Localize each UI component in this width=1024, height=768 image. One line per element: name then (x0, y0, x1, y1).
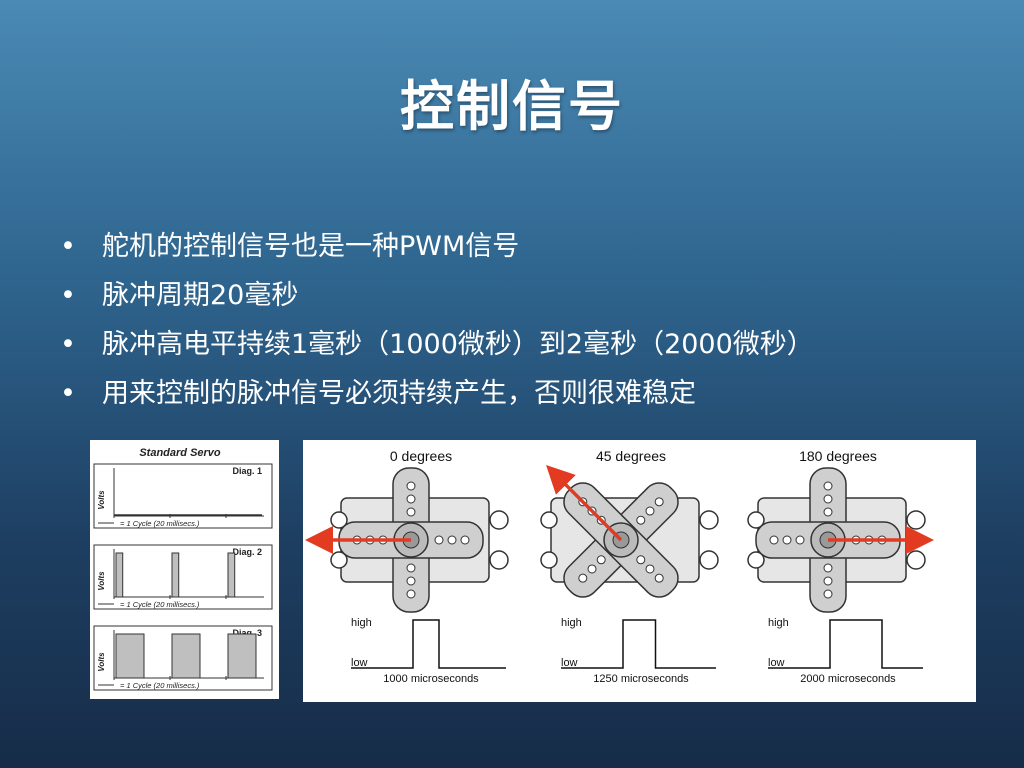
bullet-text: 舵机的控制信号也是一种PWM信号 (102, 231, 520, 262)
horn-hole (587, 564, 597, 574)
bullet-dot: • (60, 231, 76, 262)
horn-hole (406, 494, 416, 504)
horn-hole (406, 507, 416, 517)
horn-hole (823, 589, 833, 599)
pulse-bar (171, 552, 180, 598)
horn-hole (654, 573, 664, 583)
horn-hole (654, 497, 664, 507)
pulse-bar (171, 633, 201, 679)
horn-hole (406, 589, 416, 599)
servo-angle-label: 45 degrees (596, 448, 666, 464)
bullet-list: • 舵机的控制信号也是一种PWM信号 • 脉冲周期20毫秒 • 脉冲高电平持续1毫秒（… (60, 222, 1000, 418)
horn-hole (406, 563, 416, 573)
pulse-waveform (768, 619, 923, 669)
high-label: high (351, 617, 372, 629)
servo-unit: 45 degrees high low 1250 microseconds (540, 448, 719, 685)
cycle-caption: = 1 Cycle (20 millisecs.) (120, 681, 200, 690)
horn-hole (823, 563, 833, 573)
mount-hole (489, 550, 509, 570)
standard-servo-svg: Standard Servo Diag. 1 Volts = 1 Cycle (20… (93, 447, 273, 691)
bullet-text: 脉冲周期20毫秒 (102, 280, 299, 311)
standard-servo-figure: Standard Servo Diag. 1 Volts = 1 Cycle (20… (90, 440, 279, 699)
cycle-caption: = 1 Cycle (20 millisecs.) (120, 600, 200, 609)
pulse-bar (115, 552, 124, 598)
horn-hole (782, 535, 792, 545)
slide-title: 控制信号 (400, 75, 624, 138)
mount-hole (906, 510, 926, 530)
pulse-bar (227, 552, 236, 598)
volts-label: Volts (97, 571, 106, 591)
mount-hole (330, 511, 348, 529)
mount-hole (699, 550, 719, 570)
bullet-text: 脉冲高电平持续1毫秒（1000微秒）到2毫秒（2000微秒） (102, 329, 814, 360)
servo-positions-figure: 0 degrees high low 1000 microseconds 45 degr… (303, 440, 976, 702)
servo-unit: 0 degrees high low 1000 microseconds (305, 448, 509, 685)
pulse-width-label: 1250 microseconds (593, 673, 689, 685)
horn-hole (823, 481, 833, 491)
diagram-frame (93, 544, 273, 610)
horn-hole (447, 535, 457, 545)
bullet-dot: • (60, 280, 76, 311)
diagram-group: Diag. 1 Volts = 1 Cycle (20 millisecs.) Dia… (93, 463, 273, 691)
diagram-frame (93, 463, 273, 529)
horn-hole (636, 555, 646, 565)
pulse-width-label: 1000 microseconds (383, 673, 479, 685)
horn-hole (645, 564, 655, 574)
pulse-waveform (351, 619, 506, 669)
mount-hole (540, 551, 558, 569)
bullet-dot: • (60, 329, 76, 360)
horn-hole (823, 494, 833, 504)
low-label: low (561, 657, 578, 669)
bullet-text: 用来控制的脉冲信号必须持续产生，否则很难稳定 (102, 378, 696, 409)
diagram-label: Diag. 1 (232, 466, 262, 476)
horn-hole (460, 535, 470, 545)
pulse-bar (115, 633, 145, 679)
horn-hole (596, 555, 606, 565)
mount-hole (747, 551, 765, 569)
horn-hole (434, 535, 444, 545)
standard-servo-title: Standard Servo (139, 447, 221, 459)
low-label: low (768, 657, 785, 669)
horn-hole (795, 535, 805, 545)
mount-hole (906, 550, 926, 570)
horn-hole (636, 515, 646, 525)
volts-label: Volts (97, 490, 106, 510)
cycle-caption: = 1 Cycle (20 millisecs.) (120, 519, 200, 528)
bullet-item: • 用来控制的脉冲信号必须持续产生，否则很难稳定 (60, 369, 1000, 418)
low-label: low (351, 657, 368, 669)
servo-angle-label: 0 degrees (390, 448, 452, 464)
bullet-item: • 舵机的控制信号也是一种PWM信号 (60, 222, 1000, 271)
pulse-width-label: 2000 microseconds (800, 673, 896, 685)
mount-hole (330, 551, 348, 569)
high-label: high (561, 617, 582, 629)
servo-angle-label: 180 degrees (799, 448, 877, 464)
direction-arrow (546, 465, 623, 542)
horn-hole (578, 573, 588, 583)
high-label: high (768, 617, 789, 629)
bullet-item: • 脉冲高电平持续1毫秒（1000微秒）到2毫秒（2000微秒） (60, 320, 1000, 369)
horn-hole (823, 507, 833, 517)
horn-hole (645, 506, 655, 516)
mount-hole (699, 510, 719, 530)
diagram-label: Diag. 3 (232, 628, 262, 638)
horn-hole (823, 576, 833, 586)
mount-hole (747, 511, 765, 529)
bullet-item: • 脉冲周期20毫秒 (60, 271, 1000, 320)
horn-hole (769, 535, 779, 545)
horn-hole (406, 576, 416, 586)
mount-hole (540, 511, 558, 529)
volts-label: Volts (97, 652, 106, 672)
diagram-label: Diag. 2 (232, 547, 262, 557)
pulse-waveform (561, 619, 716, 669)
servo-unit: 180 degrees high low 2000 microseconds (747, 448, 934, 685)
servo-positions-svg: 0 degrees high low 1000 microseconds 45 degr… (305, 448, 934, 685)
pulse-bar (227, 633, 257, 679)
bullet-dot: • (60, 378, 76, 409)
mount-hole (489, 510, 509, 530)
horn-hole (406, 481, 416, 491)
